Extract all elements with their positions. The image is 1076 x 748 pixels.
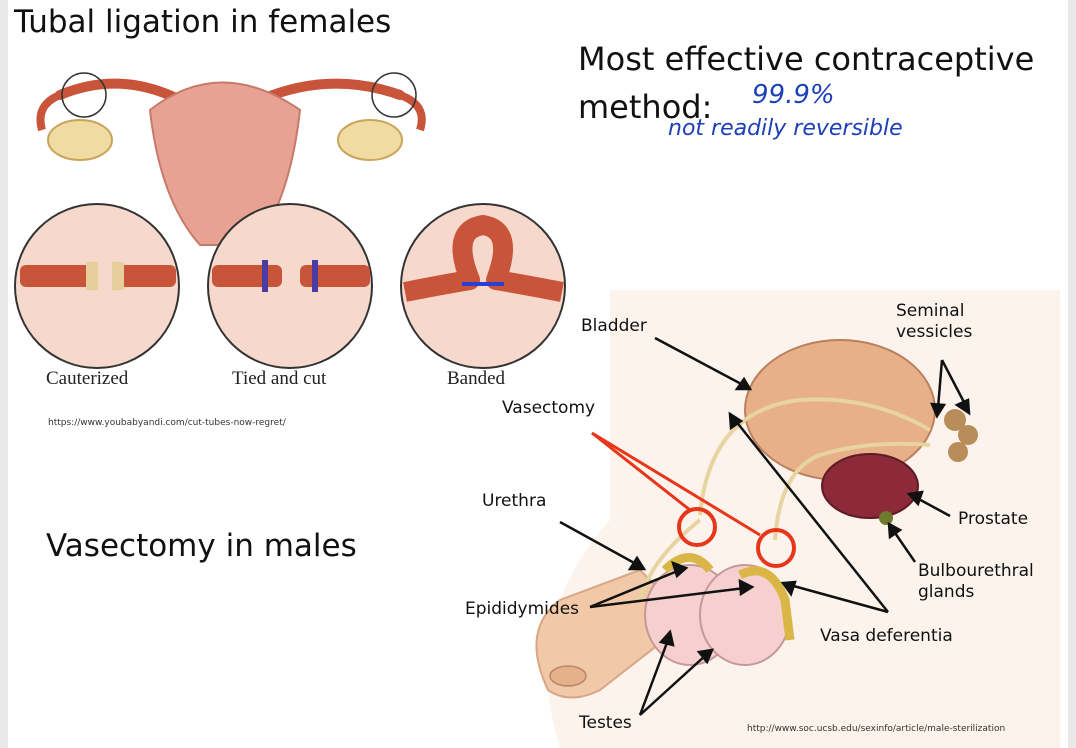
uterus-diagram xyxy=(36,72,426,246)
label-testes: Testes xyxy=(579,713,632,733)
banded-inset xyxy=(400,203,566,369)
handwritten-note: not readily reversible xyxy=(668,116,903,141)
female-image-source: https://www.youbabyandi.com/cut-tubes-no… xyxy=(48,418,286,428)
effective-method-line1: Most effective contraceptive xyxy=(578,40,1035,78)
label-bulbourethral-glands: Bulbourethral glands xyxy=(918,561,1034,602)
label-vasectomy: Vasectomy xyxy=(502,398,596,418)
label-prostate: Prostate xyxy=(958,509,1029,529)
handwritten-rate: 99.9% xyxy=(752,80,835,110)
vasectomy-site-left-circle xyxy=(677,507,717,547)
tied-and-cut-inset xyxy=(207,203,373,369)
vasectomy-title: Vasectomy in males xyxy=(46,528,357,564)
label-epididymides: Epididymides xyxy=(465,599,580,619)
label-arrows xyxy=(559,336,971,716)
label-vasa-deferentia: Vasa deferentia xyxy=(820,626,953,646)
caption-banded: Banded xyxy=(447,368,506,389)
left-frame-edge xyxy=(0,0,8,748)
cauterized-inset xyxy=(14,203,180,369)
male-image-source: http://www.soc.ucsb.edu/sexinfo/article/… xyxy=(747,724,1006,734)
right-frame-edge xyxy=(1068,0,1076,748)
label-urethra: Urethra xyxy=(482,491,547,511)
caption-cauterized: Cauterized xyxy=(46,368,129,389)
label-bladder: Bladder xyxy=(581,316,647,336)
effective-method-line2: method: xyxy=(578,88,713,126)
caption-tied-and-cut: Tied and cut xyxy=(232,368,327,389)
vasectomy-site-right-circle xyxy=(756,528,796,568)
label-seminal-vessicles: Seminal vessicles xyxy=(896,301,973,342)
tubal-ligation-title: Tubal ligation in females xyxy=(14,4,392,40)
